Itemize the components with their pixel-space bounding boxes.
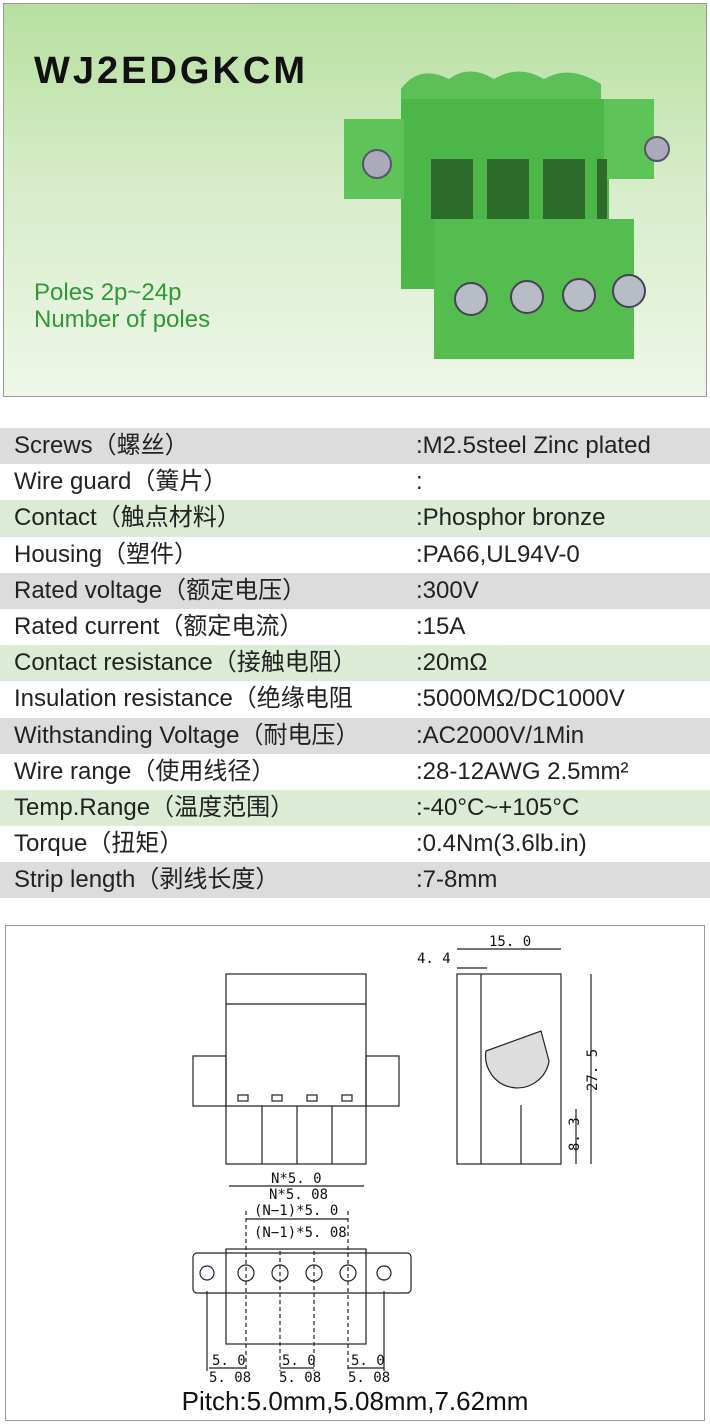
dim-n1-50: (N−1)*5. 0 — [254, 1203, 338, 1219]
dim-n50: N*5. 0 — [271, 1171, 322, 1187]
spec-label: Insulation resistance（绝缘电阻 — [14, 685, 353, 713]
spec-value: :Phosphor bronze — [416, 504, 606, 532]
spec-label: Screws（螺丝） — [14, 432, 189, 459]
spec-row: Withstanding Voltage（耐电压） :AC2000V/1Min — [0, 717, 710, 754]
spec-label: Wire guard（簧片） — [14, 468, 228, 496]
spec-label: Withstanding Voltage（耐电压） — [14, 721, 360, 749]
spec-value: : — [416, 468, 423, 496]
spec-value: :20mΩ — [416, 649, 488, 677]
spec-value: :AC2000V/1Min — [416, 721, 585, 749]
model-title: WJ2EDGKCM — [34, 50, 309, 92]
pitch-caption: Pitch:5.0mm,5.08mm,7.62mm — [181, 1386, 529, 1416]
dim-p508-3: 5. 08 — [348, 1370, 390, 1386]
spec-value: :PA66,UL94V-0 — [416, 540, 580, 568]
spec-row: Housing（塑件） :PA66,UL94V-0 — [0, 537, 710, 573]
dim-p508-1: 5. 08 — [209, 1370, 251, 1386]
technical-drawing: 15. 0 4. 4 27. 5 8. 3 N*5. 0 N*5. 08 (N−… — [5, 925, 705, 1421]
spec-label: Temp.Range（温度范围） — [14, 793, 295, 821]
spec-row: Rated current（额定电流） :15A — [0, 609, 710, 645]
dim-height: 27. 5 — [585, 1049, 601, 1091]
spec-label: Strip length（剥线长度） — [14, 866, 280, 894]
poles-caption: Number of poles — [34, 306, 211, 333]
spec-row: Insulation resistance（绝缘电阻 :5000MΩ/DC1000… — [0, 681, 710, 717]
dim-p50-3: 5. 0 — [351, 1353, 385, 1369]
dim-p50-2: 5. 0 — [282, 1353, 316, 1369]
poles-info: Poles 2p~24p Number of poles — [34, 279, 210, 333]
dim-n1-508: (N−1)*5. 08 — [254, 1225, 347, 1241]
spec-row: Contact（触点材料） :Phosphor bronze — [0, 500, 710, 537]
spec-label: Rated current（额定电流） — [14, 612, 304, 640]
spec-value: :300V — [416, 576, 479, 604]
dim-p508-2: 5. 08 — [279, 1370, 321, 1386]
dimension-drawing: 15. 0 4. 4 27. 5 8. 3 N*5. 0 N*5. 08 (N−… — [192, 934, 601, 1386]
spec-value: :15A — [416, 612, 466, 640]
dim-n508: N*5. 08 — [269, 1187, 328, 1203]
spec-value: :28-12AWG 2.5mm² — [416, 757, 629, 785]
spec-row: Screws（螺丝） :M2.5steel Zinc plated — [0, 428, 710, 465]
spec-row: Rated voltage（额定电压） :300V — [0, 572, 710, 609]
spec-row: Torque（扭矩） :0.4Nm(3.6lb.in) — [0, 826, 710, 862]
dim-width: 15. 0 — [489, 934, 531, 950]
spec-value: :-40°C~+105°C — [416, 793, 580, 821]
product-panel: WJ2EDGKCM Poles 2p~24p Number of poles — [3, 3, 707, 397]
spec-row: Strip length（剥线长度） :7-8mm — [0, 862, 710, 899]
spec-label: Contact（触点材料） — [14, 504, 241, 532]
spec-value: :7-8mm — [416, 866, 498, 894]
spec-value: :0.4Nm(3.6lb.in) — [416, 830, 587, 858]
spec-label: Contact resistance（接触电阻） — [14, 649, 357, 677]
dim-offset: 4. 4 — [417, 951, 451, 967]
spec-label: Wire range（使用线径） — [14, 757, 276, 785]
spec-row: Wire range（使用线径） :28-12AWG 2.5mm² — [0, 754, 710, 790]
spec-row: Temp.Range（温度范围） :-40°C~+105°C — [0, 789, 710, 827]
spec-row: Wire guard（簧片）: — [0, 464, 710, 500]
spec-label: Housing（塑件） — [14, 540, 199, 568]
spec-label: Rated voltage（额定电压） — [14, 576, 307, 604]
dim-p50-1: 5. 0 — [212, 1353, 246, 1369]
connector-photo — [344, 71, 670, 359]
poles-range: Poles 2p~24p — [34, 279, 182, 306]
spec-label: Torque（扭矩） — [14, 830, 184, 858]
spec-value: :M2.5steel Zinc plated — [416, 432, 651, 459]
spec-value: :5000MΩ/DC1000V — [416, 685, 625, 713]
dim-pin: 8. 3 — [567, 1117, 583, 1151]
spec-row: Contact resistance（接触电阻） :20mΩ — [0, 645, 710, 682]
